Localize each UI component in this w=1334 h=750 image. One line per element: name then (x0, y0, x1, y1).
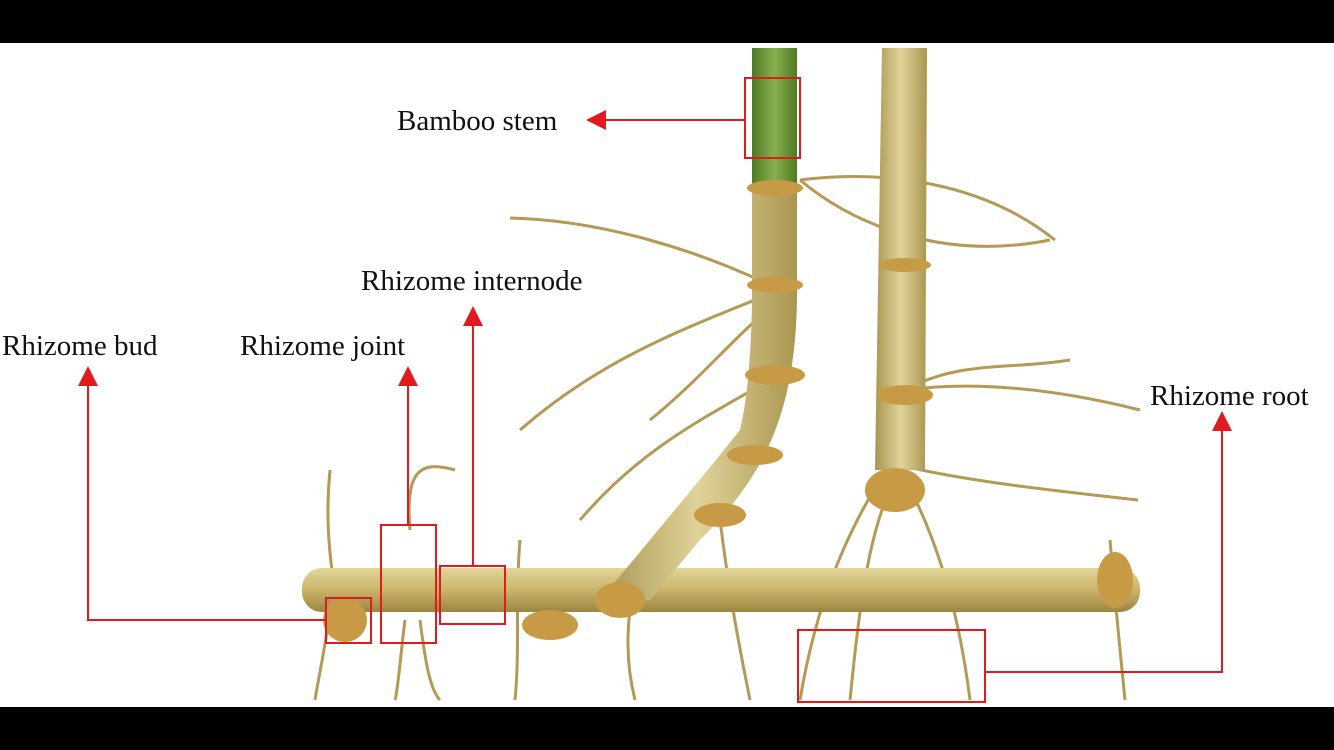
rhizome-root-box (797, 629, 986, 703)
rhizome (302, 568, 1140, 612)
annotations (78, 77, 1232, 703)
label-rhizome-joint: Rhizome joint (240, 330, 406, 362)
label-rhizome-root: Rhizome root (1150, 380, 1309, 412)
bamboo-stem-box (744, 77, 801, 159)
label-rhizome-internode: Rhizome internode (361, 265, 583, 297)
letterbox-bottom (0, 707, 1334, 750)
label-bamboo-stem: Bamboo stem (397, 105, 558, 137)
letterbox-top (0, 0, 1334, 43)
rhizome-roots (313, 175, 1141, 702)
label-rhizome-bud: Rhizome bud (2, 330, 158, 362)
